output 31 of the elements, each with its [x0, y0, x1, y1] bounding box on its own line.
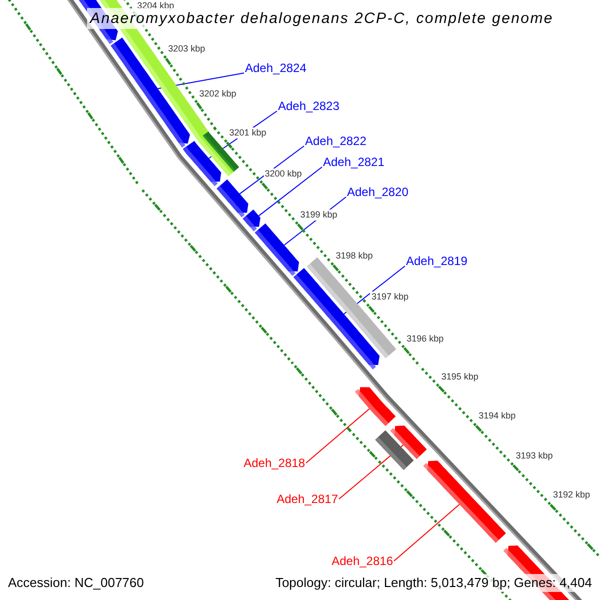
- scale-label: 3195 kbp: [440, 372, 480, 383]
- gene-label: Adeh_2817: [276, 492, 338, 506]
- gene-label: Adeh_2823: [278, 99, 340, 113]
- scale-label: 3199 kbp: [299, 210, 338, 220]
- gene-label: Adeh_2822: [305, 134, 366, 148]
- gene-label: Adeh_2821: [323, 155, 384, 169]
- gene-feature: [423, 460, 506, 543]
- gene-feature: [354, 387, 396, 426]
- scale-label: 3196 kbp: [406, 333, 445, 344]
- scale-label: 3203 kbp: [167, 44, 206, 55]
- scale-label: 3201 kbp: [228, 128, 268, 139]
- scale-label: 3192 kbp: [552, 490, 592, 501]
- scale-label: 3202 kbp: [198, 88, 238, 100]
- scale-label: 3198 kbp: [334, 250, 374, 262]
- gene-label: Adeh_2816: [332, 554, 393, 568]
- gene-label: Adeh_2819: [406, 254, 468, 268]
- gene-label: Adeh_2820: [347, 185, 408, 199]
- gene-label: Adeh_2818: [244, 456, 305, 470]
- scale-label: 3200 kbp: [264, 168, 303, 180]
- gene-label: Adeh_2824: [245, 61, 306, 75]
- scale-label: 3194 kbp: [478, 410, 517, 422]
- gene-feature: [182, 140, 222, 186]
- leader-line: [306, 408, 370, 464]
- gene-feature: [242, 210, 260, 232]
- scale-label: 3197 kbp: [370, 292, 410, 303]
- scale-label: 3193 kbp: [514, 450, 554, 462]
- gene-feature: [110, 38, 190, 148]
- gene-feature: [254, 223, 299, 276]
- leader-line: [394, 504, 460, 562]
- leader-line: [258, 166, 322, 216]
- gene-feature: [216, 179, 248, 218]
